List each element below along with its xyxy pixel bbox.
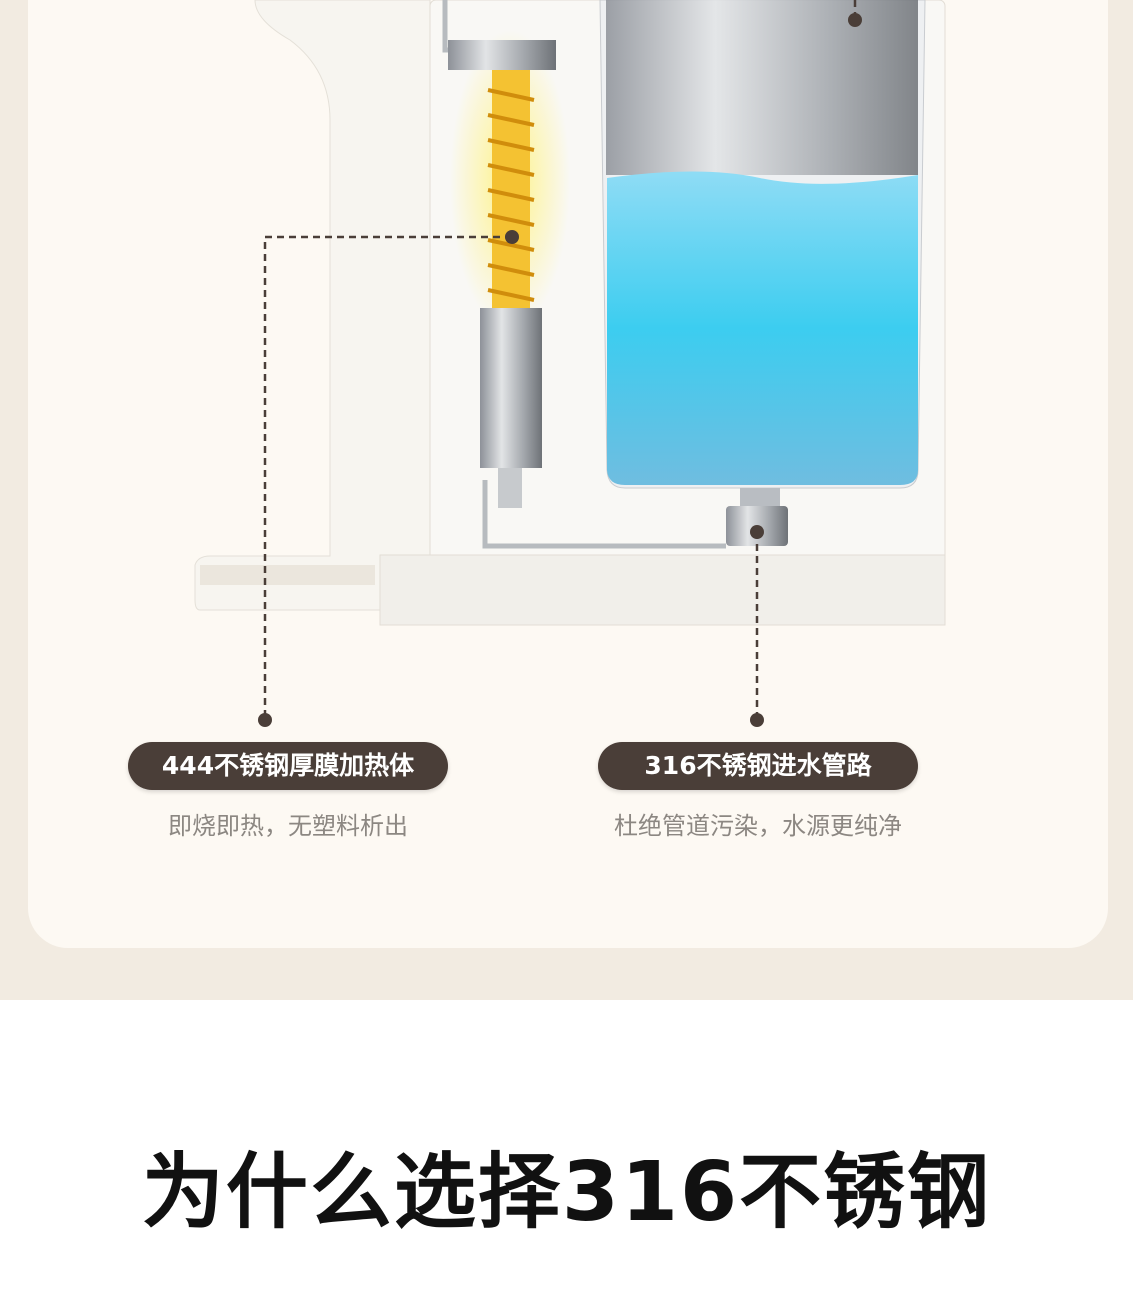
pipe-callout-description: 杜绝管道污染，水源更纯净: [614, 812, 902, 840]
pipe-callout-label: 316不锈钢进水管路: [598, 742, 918, 790]
water-dispenser-illustration: [194, 0, 946, 727]
heater-callout-description: 即烧即热，无塑料析出: [168, 812, 408, 840]
water-tank: [599, 0, 926, 546]
heater-coil: [448, 30, 570, 508]
callout-dots: [258, 13, 862, 727]
section-heading: 为什么选择316不锈钢: [141, 1145, 992, 1240]
heater-callout-label: 444不锈钢厚膜加热体: [128, 742, 448, 790]
